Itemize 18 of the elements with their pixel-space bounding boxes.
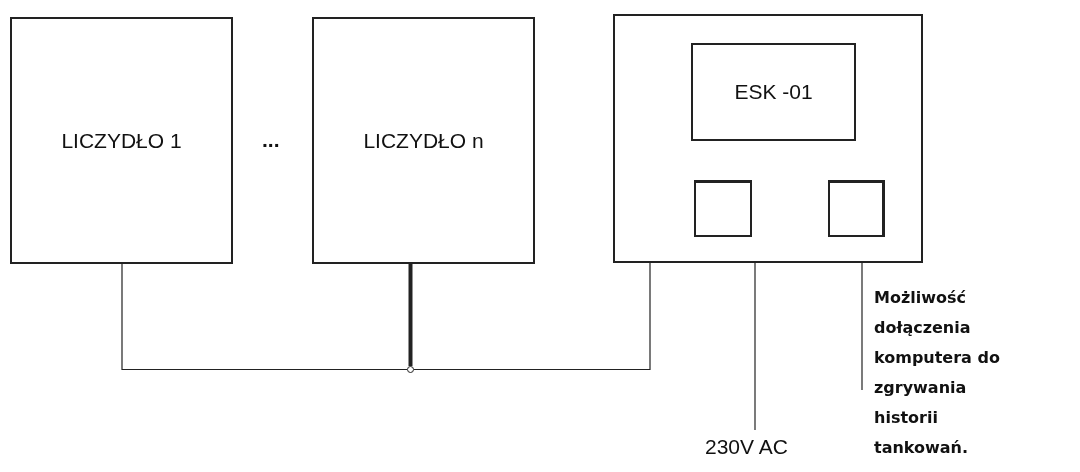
counter-box [10, 17, 233, 264]
box-label: LICZYDŁO n [363, 128, 484, 153]
connection-line [861, 262, 863, 391]
connection-line [754, 262, 756, 431]
display-box [691, 43, 856, 141]
box-label: LICZYDŁO 1 [61, 128, 182, 153]
connection-line [408, 264, 413, 366]
counter-box [312, 17, 535, 264]
note-text: Możliwość dołączenia komputera do zgrywania historii tankowań. [874, 287, 1001, 459]
ellipsis-label: ... [262, 128, 280, 152]
socket-box [828, 180, 885, 237]
connection-line [121, 263, 408, 371]
junction-dot [407, 366, 414, 373]
voltage-label: 230V AC [705, 434, 788, 460]
socket-box [694, 180, 752, 237]
box-label: ESK -01 [734, 80, 813, 104]
controller-box [613, 14, 923, 263]
connection-line [413, 262, 651, 371]
